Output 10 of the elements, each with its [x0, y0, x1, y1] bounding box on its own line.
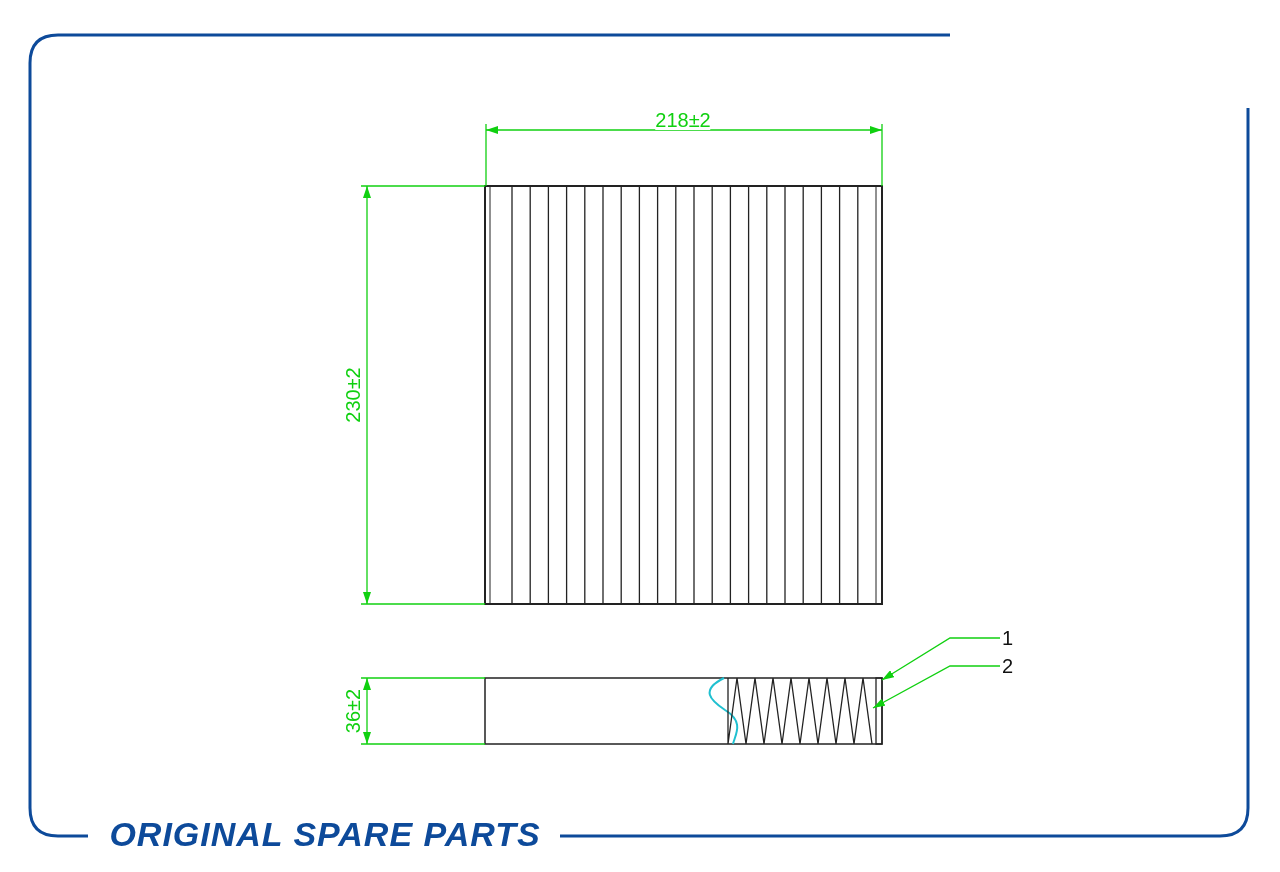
leader-line — [881, 637, 1001, 681]
tagline: ORIGINAL SPARE PARTS — [109, 817, 541, 851]
callout-number: 2 — [1002, 656, 1014, 676]
dimension-label: 36±2 — [343, 688, 363, 734]
leader-line — [872, 665, 1001, 709]
dimension-label: 218±2 — [655, 110, 711, 130]
callout-number: 1 — [1002, 628, 1014, 648]
filter-frame-edge — [875, 677, 883, 745]
dimension-label: 230±2 — [343, 367, 363, 423]
pleated-media-drawing — [727, 677, 873, 745]
